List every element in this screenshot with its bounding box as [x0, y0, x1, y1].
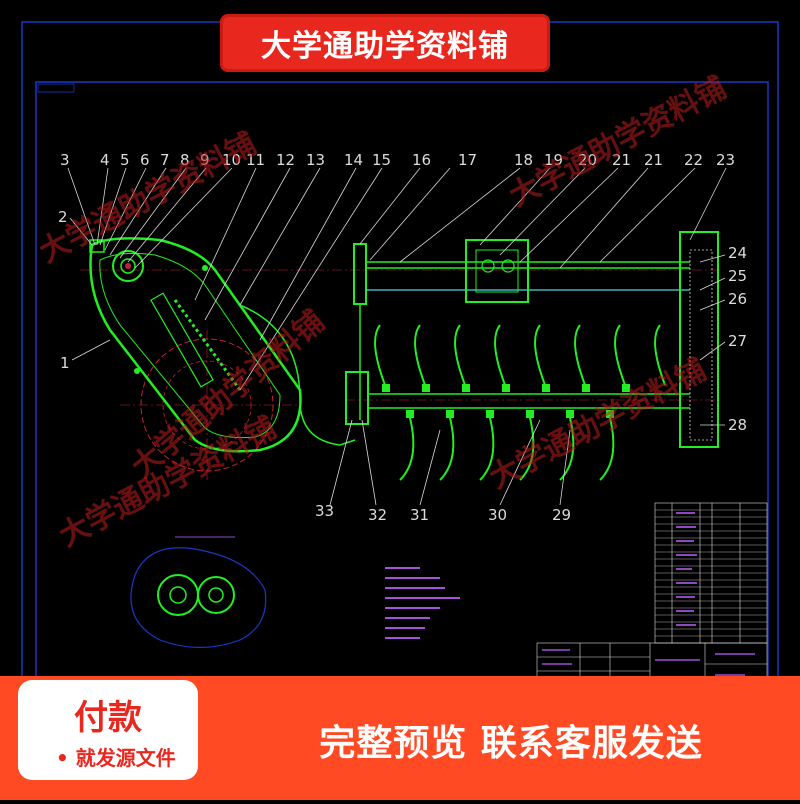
inner-frame	[35, 81, 769, 687]
blade-hubs	[382, 384, 630, 418]
corner-tag	[37, 83, 75, 93]
part-number-top: 6	[140, 151, 150, 169]
gearbox	[465, 239, 529, 303]
bolt-a	[134, 368, 140, 374]
payment-title: 付款	[74, 698, 142, 738]
parts-list-entries	[676, 512, 697, 626]
part-number-bottom: 32	[368, 506, 387, 524]
part-number-right: 27	[728, 332, 747, 350]
part-number-top: 19	[544, 151, 563, 169]
part-number-top: 10	[222, 151, 241, 169]
part-number-right: 24	[728, 244, 747, 262]
payment-note: • 就发源文件	[56, 746, 176, 770]
detail-gear-left-inner	[169, 586, 187, 604]
payment-card[interactable]: 付款 • 就发源文件	[18, 680, 198, 780]
drive-sprocket-hub	[125, 263, 131, 269]
drive-sprocket-outer	[112, 250, 144, 282]
part-number-top: 23	[716, 151, 735, 169]
title-block-text	[542, 649, 755, 676]
part-number-top: 16	[412, 151, 431, 169]
part-number-top: 8	[180, 151, 190, 169]
detail-view-outline	[130, 547, 267, 649]
part-number-top: 11	[246, 151, 265, 169]
part-number-top: 5	[120, 151, 130, 169]
gear-b	[501, 259, 515, 273]
chain-cover	[89, 237, 302, 453]
detail-gear-right-outer	[197, 576, 235, 614]
part-number-top: 18	[514, 151, 533, 169]
shop-banner: 大学通助学资料铺	[220, 14, 550, 72]
part-number-bottom: 29	[552, 506, 571, 524]
outer-frame	[21, 21, 779, 691]
gear-a	[481, 259, 495, 273]
part-number-top: 4	[100, 151, 110, 169]
technical-notes	[385, 567, 460, 639]
part-number-top: 9	[200, 151, 210, 169]
part-number-top: 22	[684, 151, 703, 169]
left-side-plate	[353, 243, 367, 305]
bolt-b	[202, 265, 208, 271]
part-number-top: 21	[644, 151, 663, 169]
part-number-top: 15	[372, 151, 391, 169]
shop-banner-title: 大学通助学资料铺	[261, 29, 509, 64]
blades-lower	[399, 417, 615, 481]
promo-slogan: 完整预览 联系客服发送	[319, 723, 703, 764]
lower-bearing-block	[345, 371, 369, 425]
drive-sprocket-inner	[120, 258, 136, 274]
leader-lines	[67, 167, 727, 506]
part-number-top: 20	[578, 151, 597, 169]
part-number-top: 14	[344, 151, 363, 169]
blades-upper	[374, 324, 666, 386]
part-number-right: 28	[728, 416, 747, 434]
part-number-left: 1	[60, 354, 70, 372]
detail-gear-left-outer	[157, 574, 199, 616]
part-number-top: 17	[458, 151, 477, 169]
payment-note-text: 就发源文件	[75, 746, 176, 770]
right-side-inner	[689, 249, 713, 441]
gearbox-inner	[475, 249, 519, 293]
title-block	[536, 642, 768, 686]
part-number-right: 26	[728, 290, 747, 308]
part-number-top: 3	[60, 151, 70, 169]
part-number-bottom: 30	[488, 506, 507, 524]
part-number-bottom: 31	[410, 506, 429, 524]
part-number-top: 7	[160, 151, 170, 169]
part-number-left: 2	[58, 208, 68, 226]
part-number-right: 25	[728, 267, 747, 285]
parts-list-rows	[655, 509, 767, 637]
chain-cover-inner	[99, 252, 281, 439]
mount-bracket	[89, 239, 105, 253]
part-number-top: 13	[306, 151, 325, 169]
chain-links	[173, 299, 242, 391]
part-number-top: 12	[276, 151, 295, 169]
part-number-bottom: 33	[315, 502, 334, 520]
chain-tensioner	[150, 292, 214, 388]
detail-gear-right-inner	[208, 587, 224, 603]
right-side-housing	[679, 231, 719, 448]
hose	[239, 304, 356, 446]
part-numbers: 3 4 5 6 7 8 9 10 11 12 13 14 15 16 17 18…	[58, 151, 747, 524]
part-number-top: 21	[612, 151, 631, 169]
